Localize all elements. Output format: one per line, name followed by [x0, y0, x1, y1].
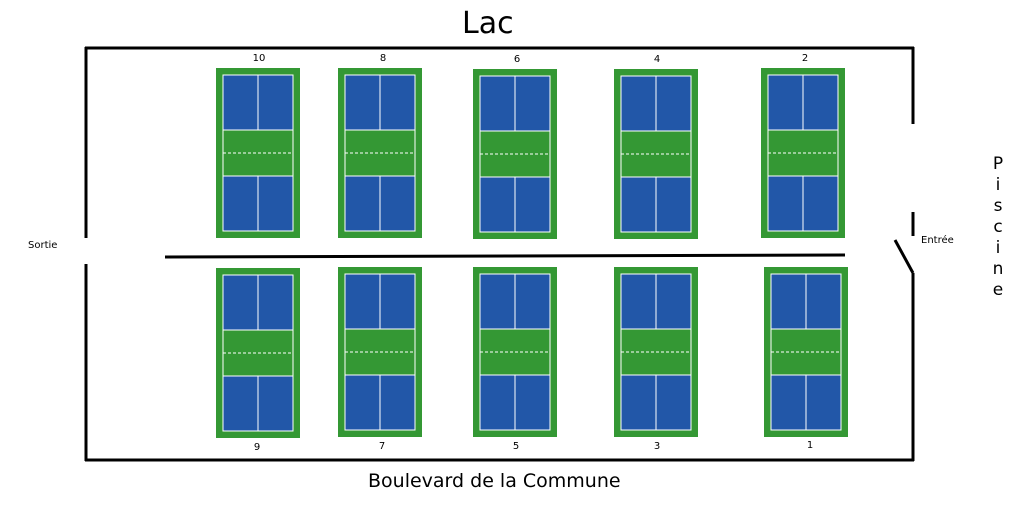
- pool-letter: s: [993, 196, 1003, 216]
- boulevard-label: Boulevard de la Commune: [368, 470, 621, 492]
- pool-letter: e: [992, 280, 1004, 300]
- court-5: [473, 267, 557, 437]
- central-divider: [164, 253, 846, 259]
- court-number: 9: [253, 442, 261, 453]
- pool-letter: c: [993, 217, 1003, 237]
- court-number: 8: [379, 53, 387, 64]
- court-number: 2: [801, 53, 809, 64]
- court-8: [338, 68, 422, 238]
- entrance-gate: [893, 239, 915, 274]
- court-6: [473, 69, 557, 239]
- pool-letter: n: [992, 259, 1004, 279]
- court-4: [614, 69, 698, 239]
- court-7: [338, 267, 422, 437]
- court-number: 7: [378, 441, 386, 452]
- court-10: [216, 68, 300, 238]
- court-3: [614, 267, 698, 437]
- court-number: 6: [513, 54, 521, 65]
- entrance-label: Entrée: [921, 235, 954, 246]
- lake-label: Lac: [462, 6, 514, 41]
- court-number: 4: [653, 54, 661, 65]
- court-2: [761, 68, 845, 238]
- court-number: 5: [512, 441, 520, 452]
- court-number: 3: [653, 441, 661, 452]
- court-number: 10: [252, 53, 266, 64]
- court-9: [216, 268, 300, 438]
- court-number: 1: [806, 440, 814, 451]
- pool-letter: i: [995, 175, 1001, 195]
- court-1: [764, 267, 848, 437]
- pool-letter: P: [992, 154, 1004, 174]
- pool-letter: i: [995, 238, 1001, 258]
- pool-label: P i s c i n e: [988, 154, 1008, 301]
- exit-label: Sortie: [28, 240, 58, 251]
